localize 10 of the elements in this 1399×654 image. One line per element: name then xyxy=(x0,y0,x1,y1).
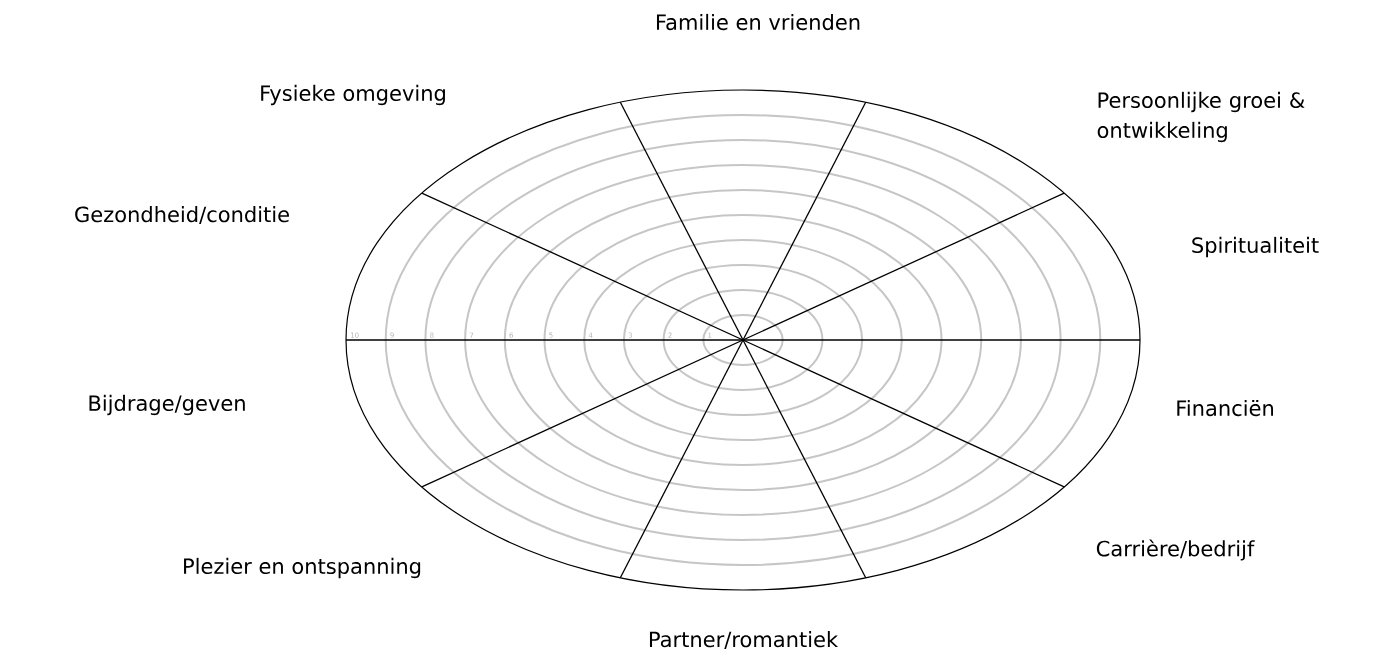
sector-label: Gezondheid/conditie xyxy=(75,206,289,224)
sector-label: Carrière/bedrijf xyxy=(1096,539,1255,561)
sector-label: Familie en vrienden xyxy=(657,13,860,31)
sector-label: Spiritualiteit xyxy=(1192,236,1319,258)
sector-label: Partner/romantiek xyxy=(649,631,839,649)
sector-label: Bijdrage/geven xyxy=(89,394,245,416)
sector-label: Persoonlijke groei & ontwikkeling xyxy=(1097,91,1305,143)
sector-label: Plezier en ontspanning xyxy=(184,557,421,579)
sector-label: Fysieke omgeving xyxy=(261,84,445,106)
sector-label: Financiën xyxy=(1177,399,1273,417)
